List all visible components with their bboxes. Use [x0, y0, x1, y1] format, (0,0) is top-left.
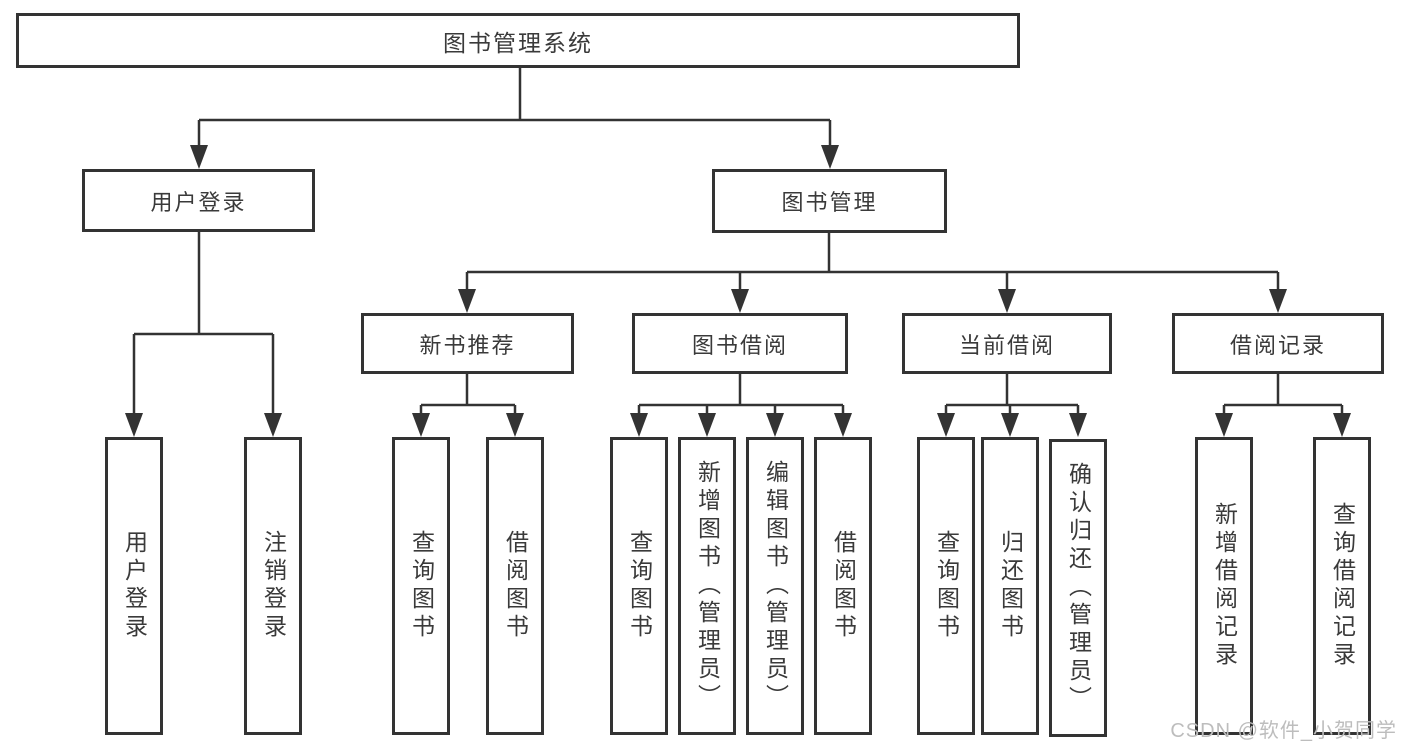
- leaf-confirm-return-admin: 确认归还（管理员）: [1049, 439, 1107, 737]
- leaf-return-book: 归还图书: [981, 437, 1039, 735]
- leaf-borrow-book-2: 借阅图书: [814, 437, 872, 735]
- connector-new-book-children: [412, 374, 524, 437]
- leaf-query-book-1: 查询图书: [392, 437, 450, 735]
- node-user-login: 用户登录: [82, 169, 315, 232]
- node-book-management: 图书管理: [712, 169, 947, 233]
- connector-root-to-level2: [190, 68, 839, 169]
- node-new-book-recommend: 新书推荐: [361, 313, 574, 374]
- node-current-borrow: 当前借阅: [902, 313, 1112, 374]
- connector-borrow-record-children: [1215, 374, 1351, 437]
- connector-user-login-children: [125, 231, 282, 437]
- leaf-query-book-2: 查询图书: [610, 437, 668, 735]
- leaf-logout: 注销登录: [244, 437, 302, 735]
- leaf-add-borrow-record: 新增借阅记录: [1195, 437, 1253, 735]
- leaf-borrow-book-1: 借阅图书: [486, 437, 544, 735]
- leaf-query-book-3: 查询图书: [917, 437, 975, 735]
- csdn-watermark: CSDN @软件_小贺同学: [1170, 720, 1397, 742]
- connector-book-borrow-children: [630, 374, 852, 437]
- connector-book-management-children: [458, 232, 1287, 313]
- leaf-add-book-admin: 新增图书（管理员）: [678, 437, 736, 735]
- node-book-borrow: 图书借阅: [632, 313, 848, 374]
- leaf-edit-book-admin: 编辑图书（管理员）: [746, 437, 804, 735]
- leaf-query-borrow-record: 查询借阅记录: [1313, 437, 1371, 735]
- node-borrow-record: 借阅记录: [1172, 313, 1384, 374]
- leaf-user-login: 用户登录: [105, 437, 163, 735]
- node-root-system: 图书管理系统: [16, 13, 1020, 68]
- connector-current-borrow-children: [937, 374, 1087, 437]
